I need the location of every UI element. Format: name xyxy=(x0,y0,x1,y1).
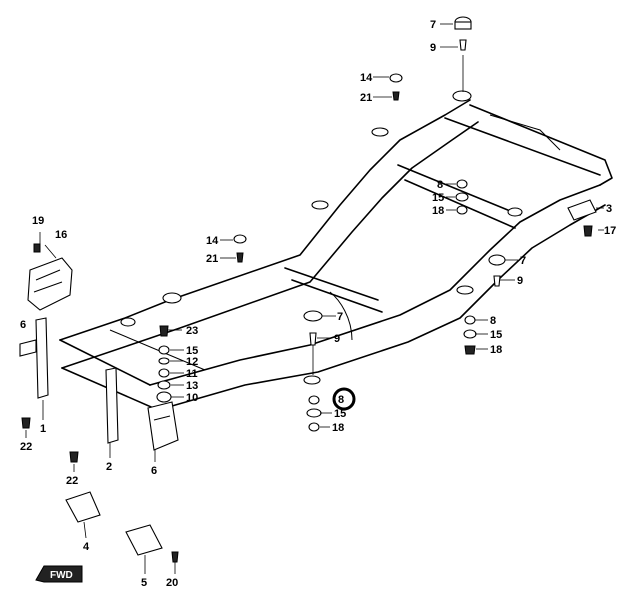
callout-7: 7 xyxy=(337,311,343,323)
bracket-2 xyxy=(105,367,119,444)
callout-11: 11 xyxy=(186,368,198,380)
callout-6: 6 xyxy=(151,465,157,477)
callout-18: 18 xyxy=(432,205,444,217)
callout-3: 3 xyxy=(606,203,612,215)
callout-12: 12 xyxy=(186,356,198,368)
callout-15: 15 xyxy=(432,192,444,204)
callout-18: 18 xyxy=(332,422,344,434)
callout-15: 15 xyxy=(334,408,346,420)
callout-22: 22 xyxy=(66,475,78,487)
bracket-16 xyxy=(27,257,73,311)
callout-15: 15 xyxy=(490,329,502,341)
bracket-1 xyxy=(19,317,49,399)
callout-6: 6 xyxy=(20,319,26,331)
fwd-label: FWD xyxy=(50,570,73,581)
callout-13: 13 xyxy=(186,380,198,392)
callout-18: 18 xyxy=(490,344,502,356)
callout-20: 20 xyxy=(166,577,178,589)
callout-8: 8 xyxy=(490,315,496,327)
callout-16: 16 xyxy=(55,229,67,241)
callout-5: 5 xyxy=(141,577,147,589)
leader-lines xyxy=(25,23,604,574)
callout-9: 9 xyxy=(430,42,436,54)
callout-9: 9 xyxy=(334,333,340,345)
bolt-22-left xyxy=(21,417,31,429)
mount-stack-left xyxy=(156,325,172,403)
callout-19: 19 xyxy=(32,215,44,227)
callout-9: 9 xyxy=(517,275,523,287)
callout-17: 17 xyxy=(604,225,616,237)
bolt-22-mid xyxy=(69,451,79,463)
mount-stack-right-low xyxy=(463,315,477,355)
body-mount-front-top xyxy=(454,16,472,92)
bolt-stack-upper-left xyxy=(389,73,403,101)
callout-15: 15 xyxy=(186,345,198,357)
callout-8: 8 xyxy=(338,394,344,406)
callout-1: 1 xyxy=(40,423,46,435)
fwd-direction-badge: FWD xyxy=(35,565,83,583)
callout-labels: 7 9 14 21 8 15 18 3 17 14 21 7 9 8 15 18… xyxy=(20,19,616,589)
callout-7: 7 xyxy=(520,255,526,267)
callout-14: 14 xyxy=(360,72,373,84)
mount-stack-center-right xyxy=(455,179,469,215)
callout-23: 23 xyxy=(186,325,198,337)
callout-10: 10 xyxy=(186,392,198,404)
bracket-3 xyxy=(567,199,597,237)
bolt-19 xyxy=(33,243,41,253)
callout-14: 14 xyxy=(206,235,219,247)
callout-8: 8 xyxy=(437,179,443,191)
bracket-5 xyxy=(125,524,179,563)
body-mount-center xyxy=(303,310,323,375)
callout-7: 7 xyxy=(430,19,436,31)
mount-stack-center-low xyxy=(306,395,322,432)
callout-21: 21 xyxy=(206,253,218,265)
bracket-4 xyxy=(65,491,101,523)
chassis-frame xyxy=(59,90,613,411)
callout-2: 2 xyxy=(106,461,112,473)
callout-22: 22 xyxy=(20,441,32,453)
callout-21: 21 xyxy=(360,92,372,104)
callout-4: 4 xyxy=(83,541,90,553)
highlight-ring xyxy=(332,387,356,411)
body-mount-right xyxy=(488,254,506,287)
bracket-6-right xyxy=(147,401,179,451)
bolt-stack-mid-left xyxy=(233,234,247,263)
